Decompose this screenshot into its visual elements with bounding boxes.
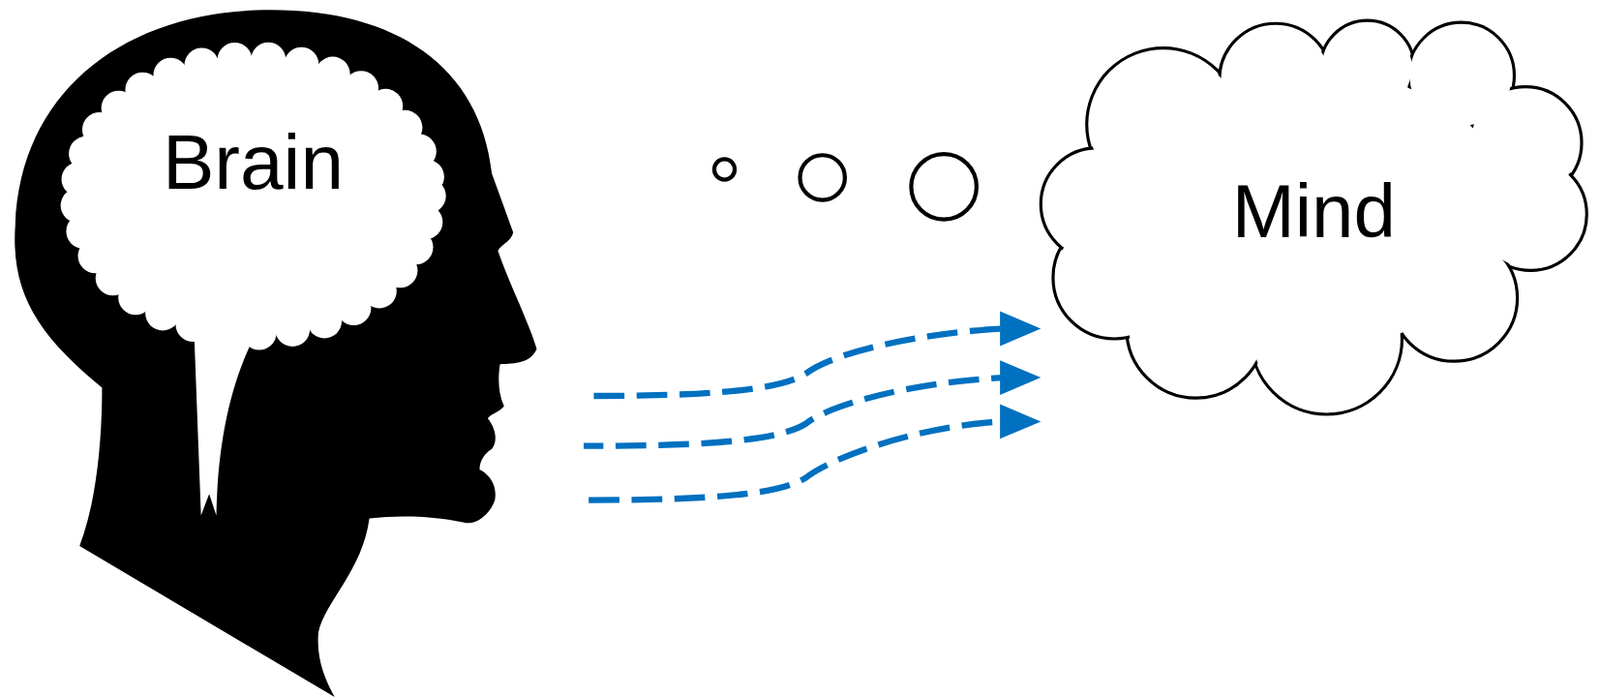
mind-node: Mind bbox=[1035, 10, 1593, 423]
cloud-fill bbox=[1122, 71, 1511, 348]
head-silhouette bbox=[14, 9, 537, 697]
brain-lobe bbox=[250, 42, 286, 78]
brain-lobe bbox=[284, 47, 320, 83]
thought-bubble bbox=[910, 153, 976, 219]
arrow-head bbox=[999, 311, 1041, 347]
brain-lobe bbox=[241, 315, 277, 351]
arrow-shaft bbox=[583, 339, 1004, 501]
brain-lobe bbox=[152, 58, 188, 93]
node-label: Brain bbox=[162, 123, 344, 202]
brain-lobe bbox=[208, 313, 243, 349]
brain-lobe bbox=[184, 47, 220, 83]
brain-lobe bbox=[274, 311, 310, 347]
brain-lobe bbox=[176, 306, 212, 342]
brain-lobe bbox=[306, 303, 342, 339]
arrow-shaft bbox=[583, 300, 1004, 396]
brain-lobe bbox=[409, 159, 445, 195]
thought-bubble bbox=[714, 158, 735, 180]
brain-fill bbox=[77, 59, 429, 333]
arrow-head bbox=[999, 360, 1041, 395]
node-label: Mind bbox=[1232, 173, 1396, 249]
dashed-arrow bbox=[583, 339, 1041, 501]
brain-node: Brain bbox=[49, 30, 458, 360]
arrow-head bbox=[999, 403, 1041, 439]
brain-lobe bbox=[217, 42, 253, 78]
thought-bubble bbox=[800, 154, 846, 200]
